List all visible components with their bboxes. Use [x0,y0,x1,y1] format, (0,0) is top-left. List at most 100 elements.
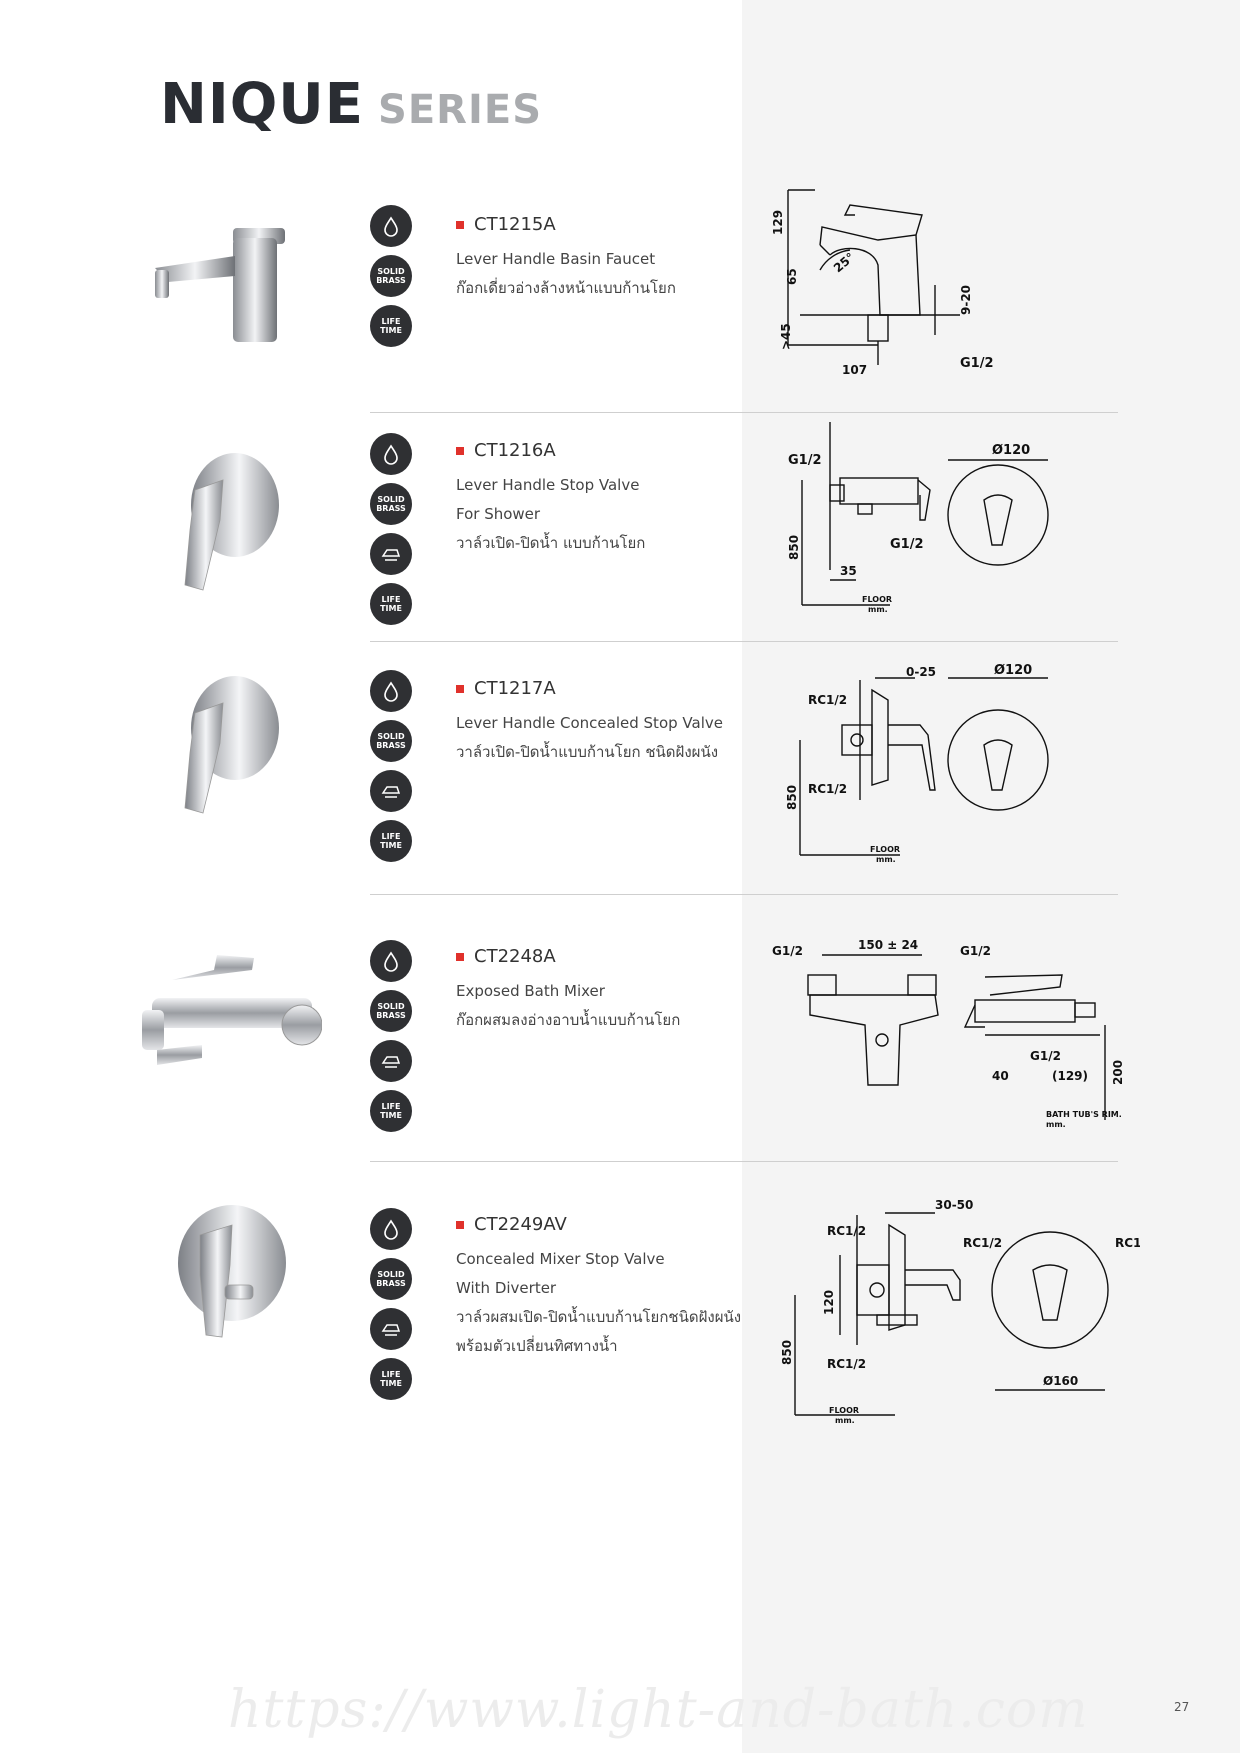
product-info: CT1216A Lever Handle Stop Valve For Show… [456,440,645,558]
unit-label: mm. [876,855,896,864]
concealed-stop-valve-photo [184,676,279,814]
product-code: CT2248A [456,946,680,967]
dim-min: >45 [779,323,793,350]
water-drop-icon [370,433,412,475]
page-number: 27 [1174,1700,1190,1714]
dim-depth-range: 0-25 [906,665,936,679]
product-name-th: ก๊อกผสมลงอ่างอาบน้ำแบบก้านโยก [456,1011,681,1029]
series-label: SERIES [378,87,542,133]
concealed-mixer-photo [178,1205,286,1338]
dim-angle: 25° [831,250,857,275]
water-drop-icon [370,670,412,712]
dim-inlet-bottom: RC1/2 [827,1357,866,1371]
dim-diameter: Ø120 [992,443,1030,458]
smooth-cartridge-icon [370,770,412,812]
series-name: NIQUE [160,72,365,137]
product-code: CT2249AV [456,1214,741,1235]
dim-deck: 9-20 [959,285,973,315]
dim-reach: 107 [842,363,867,377]
dim-diameter: Ø120 [994,663,1032,678]
floor-label: FLOOR [862,595,892,604]
product-info: CT2248A Exposed Bath Mixer ก๊อกผสมลงอ่าง… [456,946,680,1035]
dim-height: 850 [780,1340,794,1365]
dim-spout: 40 [992,1069,1009,1083]
basin-faucet-photo [155,228,285,342]
dim-spacing: 120 [822,1290,836,1315]
red-square-icon [456,952,464,961]
dim-inlet-top: RC1/2 [808,693,847,707]
dim-centers: 150 ± 24 [858,938,918,952]
dim-height: 850 [787,535,801,560]
product-code: CT1216A [456,440,645,461]
red-square-icon [456,684,464,693]
technical-drawing: G1/2 G1/2 850 35 FLOOR mm. Ø120 [787,422,1049,614]
floor-label: FLOOR [870,845,900,854]
dim-plate-left: RC1/2 [963,1236,1002,1250]
product-name-th: วาล์วผสมเปิด-ปิดน้ำแบบก้านโยกชนิดฝังผนัง [456,1308,742,1326]
smooth-cartridge-icon [370,1308,412,1350]
rim-label: BATH TUB'S RIM. [1046,1110,1122,1119]
unit-label: mm. [868,605,888,614]
dim-inlet-bottom: RC1/2 [808,782,847,796]
dim-inlet-left: G1/2 [772,944,803,958]
dim-height: 850 [785,785,799,810]
dim-plate-right: RC1/ [1115,1236,1140,1250]
dim-height: 129 [771,210,785,235]
dim-depth: 35 [840,564,857,578]
water-drop-icon [370,940,412,982]
technical-drawing: 129 65 25° 9-20 >45 107 G1/2 [771,189,994,377]
red-square-icon [456,1220,464,1229]
dim-outlet: G1/2 [1030,1049,1061,1063]
floor-label: FLOOR [829,1406,859,1415]
dim-outlet: G1/2 [890,537,924,552]
product-name-th: วาล์วเปิด-ปิดน้ำแบบก้านโยก ชนิดฝังผนัง [456,743,719,761]
product-name-th: วาล์วเปิด-ปิดน้ำ แบบก้านโยก [456,534,646,552]
product-name-en: Concealed Mixer Stop Valve [456,1250,665,1268]
product-name-th: ก๊อกเดี่ยวอ่างล้างหน้าแบบก้านโยก [456,279,676,297]
dim-inlet-right: G1/2 [960,944,991,958]
bath-mixer-photo [142,955,322,1065]
right-background-panel [742,0,1240,1753]
dim-inlet-top: RC1/2 [827,1224,866,1238]
smooth-cartridge-icon [370,533,412,575]
unit-label: mm. [1046,1120,1066,1129]
product-code: CT1217A [456,678,723,699]
technical-drawing: G1/2 150 ± 24 G1/2 G1/2 40 (129) 200 BAT… [772,938,1125,1129]
water-drop-icon [370,1208,412,1250]
product-code: CT1215A [456,214,676,235]
dim-inlet: G1/2 [788,453,822,468]
product-name-en: Lever Handle Basin Faucet [456,250,656,268]
product-info: CT1215A Lever Handle Basin Faucet ก๊อกเด… [456,214,676,303]
smooth-cartridge-icon [370,1040,412,1082]
dim-spout-height: 65 [785,268,799,285]
dim-thread: G1/2 [960,356,994,371]
dim-diameter: Ø160 [1043,1374,1078,1388]
red-square-icon [456,446,464,455]
stop-valve-photo [184,453,279,591]
dim-reach: (129) [1052,1069,1088,1083]
water-drop-icon [370,205,412,247]
product-name-en: Lever Handle Concealed Stop Valve [456,714,723,732]
red-square-icon [456,220,464,229]
product-subtitle-en: For Shower [456,505,541,523]
product-subtitle-th: พร้อมตัวเปลี่ยนทิศทางน้ำ [456,1337,618,1355]
dim-height: 200 [1111,1060,1125,1085]
product-subtitle-en: With Diverter [456,1279,557,1297]
technical-drawing: RC1/2 30-50 120 850 RC1/2 RC1/2 RC1/ Ø16… [780,1198,1140,1425]
product-name-en: Lever Handle Stop Valve [456,476,640,494]
watermark-url: https://www.light-and-bath.com [228,1680,1089,1740]
page-title: NIQUE SERIES [160,72,542,137]
dim-depth-range: 30-50 [935,1198,973,1212]
